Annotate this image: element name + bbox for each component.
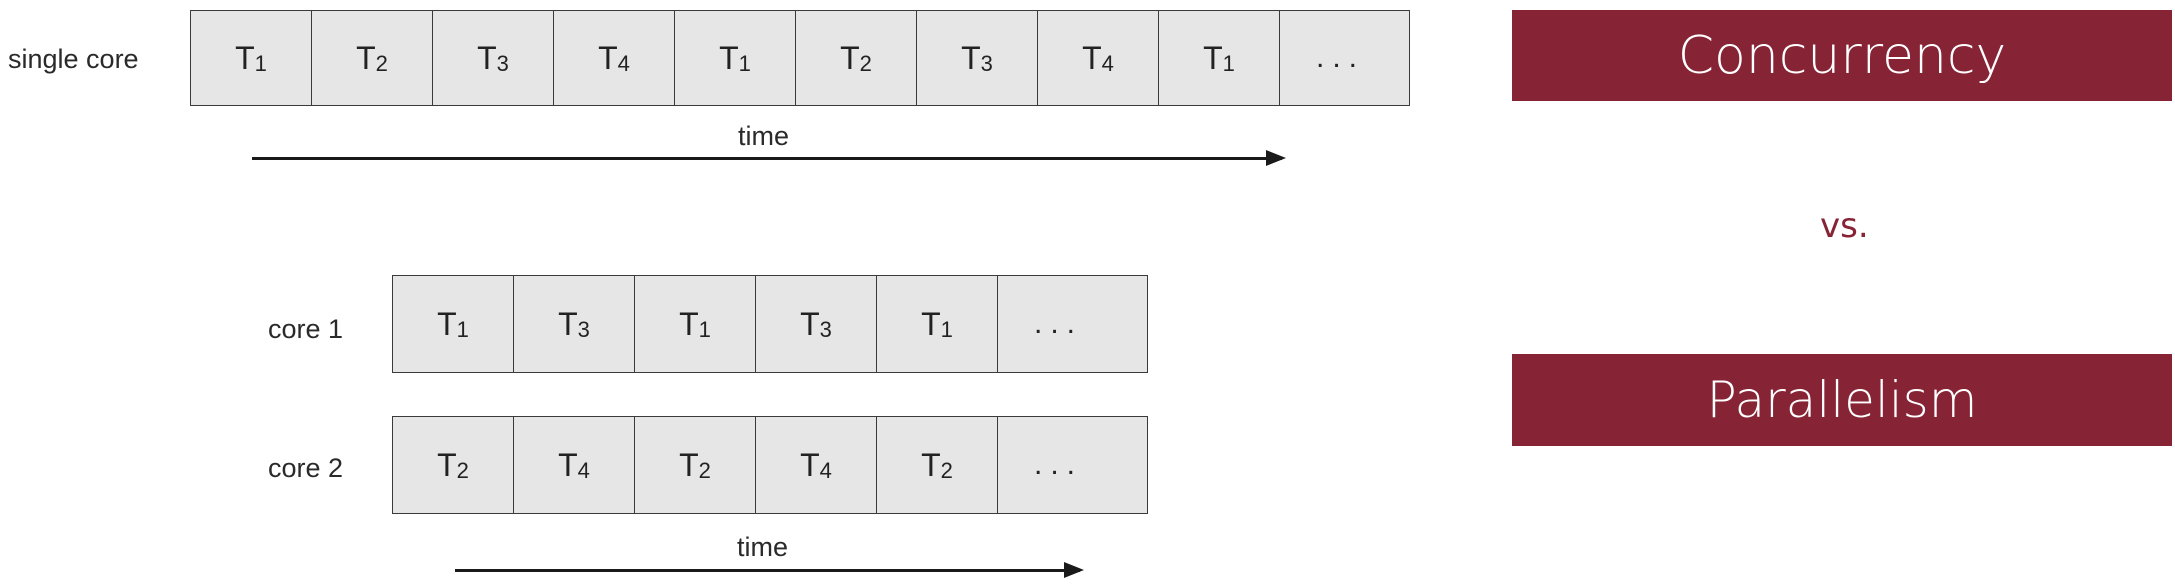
task-cell: ... xyxy=(998,276,1119,372)
task-index: 1 xyxy=(698,317,711,342)
task-name: ... xyxy=(1315,41,1365,74)
task-name: T xyxy=(558,446,578,483)
single-core-time-arrow xyxy=(252,150,1286,166)
core-time-arrow xyxy=(455,562,1084,578)
task-name: T xyxy=(477,39,497,76)
task-name: T xyxy=(719,39,739,76)
task-index: 4 xyxy=(819,458,832,483)
single-core-label: single core xyxy=(8,44,139,74)
task-index: 1 xyxy=(1222,51,1235,76)
task-name: T xyxy=(921,305,941,342)
task-name: ... xyxy=(1033,448,1083,481)
core-2-label: core 2 xyxy=(268,453,344,483)
task-name: T xyxy=(1082,39,1102,76)
vs-text: vs. xyxy=(1820,206,1869,246)
task-index: 1 xyxy=(254,51,267,76)
task-name: T xyxy=(679,446,699,483)
task-index: 2 xyxy=(859,51,872,76)
task-index: 2 xyxy=(375,51,388,76)
parallelism-banner: Parallelism xyxy=(1512,354,2172,446)
task-index: 2 xyxy=(456,458,469,483)
task-index: 1 xyxy=(940,317,953,342)
task-name: T xyxy=(800,446,820,483)
task-name: T xyxy=(437,446,457,483)
task-index: 3 xyxy=(577,317,590,342)
task-name: T xyxy=(679,305,699,342)
task-cell: ... xyxy=(1280,11,1401,105)
task-index: 1 xyxy=(738,51,751,76)
task-name: T xyxy=(235,39,255,76)
task-name: T xyxy=(840,39,860,76)
task-index: 2 xyxy=(940,458,953,483)
core-time-label: time xyxy=(737,532,789,562)
task-index: 3 xyxy=(819,317,832,342)
single-core-time-label: time xyxy=(738,121,790,151)
task-index: 4 xyxy=(617,51,630,76)
task-name: T xyxy=(356,39,376,76)
task-index: 1 xyxy=(456,317,469,342)
task-name: T xyxy=(800,305,820,342)
concurrency-text: Concurrency xyxy=(1677,25,2007,86)
task-index: 2 xyxy=(698,458,711,483)
task-name: T xyxy=(598,39,618,76)
task-index: 4 xyxy=(577,458,590,483)
task-index: 3 xyxy=(980,51,993,76)
task-name: T xyxy=(558,305,578,342)
core-1-label: core 1 xyxy=(268,314,344,344)
task-index: 3 xyxy=(496,51,509,76)
task-name: T xyxy=(437,305,457,342)
task-name: T xyxy=(961,39,981,76)
parallelism-text: Parallelism xyxy=(1706,371,1978,429)
task-name: ... xyxy=(1033,307,1083,340)
task-cell: ... xyxy=(998,417,1119,513)
concurrency-banner: Concurrency xyxy=(1512,10,2172,101)
task-name: T xyxy=(921,446,941,483)
task-index: 4 xyxy=(1101,51,1114,76)
task-name: T xyxy=(1203,39,1223,76)
